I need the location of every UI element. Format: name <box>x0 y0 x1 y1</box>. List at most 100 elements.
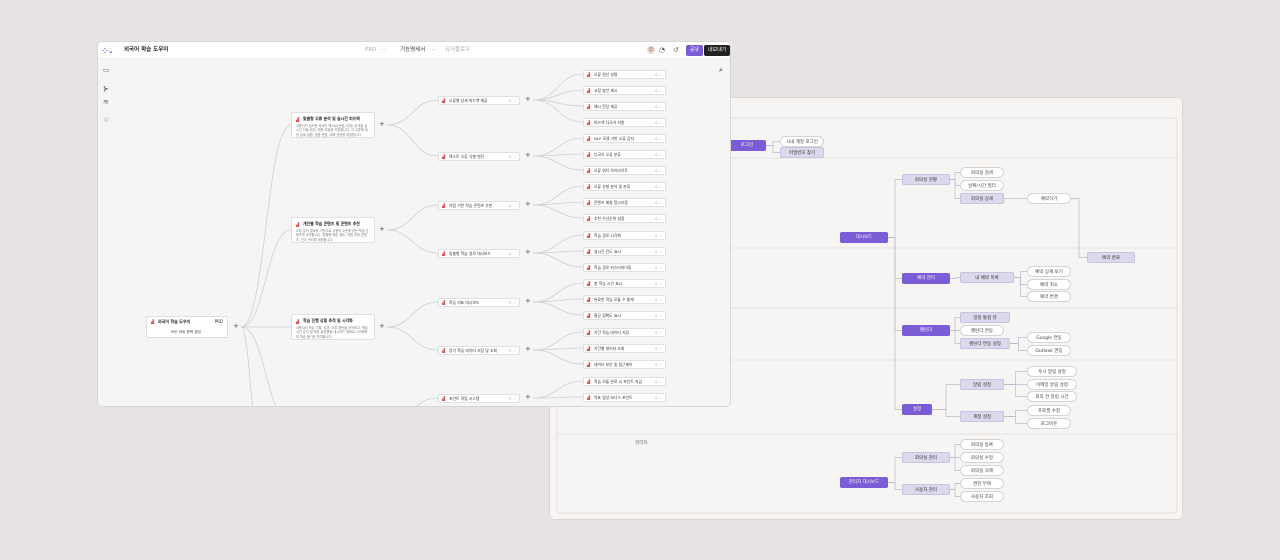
tab-prd[interactable]: PRD <box>365 47 377 53</box>
leaf-node[interactable]: ▟기간 학습 데이터 저장⚙ ☆ <box>583 328 666 337</box>
tab-spec[interactable]: 기능명세서 <box>400 47 426 53</box>
star-icon[interactable]: ☆ <box>103 116 110 124</box>
node-actions-icon[interactable]: ⚙ ☆ <box>654 73 662 77</box>
flow-node-profile[interactable]: 프로필 수정 <box>1027 405 1071 416</box>
leaf-node[interactable]: ▟오류 유형 분석 및 분류⚙ ☆ <box>583 182 666 191</box>
expand-plus-icon[interactable]: + <box>233 322 239 330</box>
flow-node-before[interactable]: 회의 전 알림 시간 <box>1027 391 1077 402</box>
expand-plus-icon[interactable]: + <box>379 225 385 233</box>
node-actions-icon[interactable]: ⚙ ☆ <box>654 347 662 351</box>
flow-node-resmgmt[interactable]: 예약 관리 <box>902 273 950 284</box>
node-actions-icon[interactable]: ⚙ ☆ <box>654 217 662 221</box>
flow-node-status[interactable]: 회의실 현황 <box>902 174 950 185</box>
mindmap-view-icon[interactable]: ⊱ <box>103 85 109 93</box>
flow-node-sync[interactable]: 캘린더 연동 <box>960 325 1004 336</box>
share-button[interactable]: 공유 <box>686 45 704 56</box>
leaf-node[interactable]: ▟예시 문장 제공⚙ ☆ <box>583 102 666 111</box>
node-actions-icon[interactable]: ⚙ ☆ <box>654 266 662 270</box>
flow-node-settings[interactable]: 설정 <box>902 404 932 415</box>
node-actions-icon[interactable]: ⚙ ☆ <box>654 314 662 318</box>
node-actions-icon[interactable]: ⚙ ☆ <box>654 153 662 157</box>
node-actions-icon[interactable]: ⚙ ☆ <box>654 169 662 173</box>
leaf-node[interactable]: ▟추천 우선순위 설정⚙ ☆ <box>583 214 666 223</box>
flow-node-usermgmt[interactable]: 사용자 관리 <box>902 484 950 495</box>
prd-badge[interactable]: PRD <box>214 319 223 324</box>
leaf-node[interactable]: ▟목표 달성 보너스 포인트⚙ ☆ <box>583 393 666 402</box>
flow-node-integrated[interactable]: 일정 통합 뷰 <box>960 312 1010 323</box>
root-node[interactable]: ▟ 외국어 학습 도우미 PRD 모든 하위 항목 생성 <box>146 316 228 338</box>
expand-plus-icon[interactable]: + <box>525 345 531 353</box>
layers-icon[interactable]: ≋ <box>103 98 109 106</box>
flow-node-reserve[interactable]: 예약하기 <box>1027 193 1071 204</box>
expand-plus-icon[interactable]: + <box>379 120 385 128</box>
feature-group-node[interactable]: ▟텍스트 오류 식별 엔진⚙ ☆ <box>438 152 520 161</box>
expand-plus-icon[interactable]: + <box>379 322 385 330</box>
feature-group-node[interactable]: ▟오류별 상세 피드백 제공⚙ ☆ <box>438 96 520 105</box>
flow-node-notify[interactable]: 알림 설정 <box>960 379 1004 390</box>
node-actions-icon[interactable]: ⚙ ☆ <box>654 234 662 238</box>
leaf-node[interactable]: ▟학습 경로 커스터마이징⚙ ☆ <box>583 263 666 272</box>
flow-node-perm[interactable]: 권한 부여 <box>960 478 1004 489</box>
flow-node-outlook[interactable]: Outlook 연동 <box>1027 345 1071 356</box>
flow-node-mylist[interactable]: 내 예약 목록 <box>960 272 1014 283</box>
leaf-node[interactable]: ▟학습 경로 시각화⚙ ☆ <box>583 231 666 240</box>
flow-node-resdetail[interactable]: 예약 상세 보기 <box>1027 266 1071 277</box>
leaf-node[interactable]: ▟완료한 학습 모듈 수 통계⚙ ☆ <box>583 295 666 304</box>
feature-group-node[interactable]: ▟학습 지표 대시보드⚙ ☆ <box>438 298 520 307</box>
expand-plus-icon[interactable]: + <box>525 200 531 208</box>
flow-node-userlist[interactable]: 사용자 조회 <box>960 491 1004 502</box>
flow-node-done[interactable]: 예약 완료 <box>1087 252 1135 263</box>
node-actions-icon[interactable]: ⚙ ☆ <box>654 137 662 141</box>
flow-node-roomdel[interactable]: 회의실 삭제 <box>960 465 1004 476</box>
node-actions-icon[interactable]: ⚙ ☆ <box>654 185 662 189</box>
node-actions-icon[interactable]: ⚙ ☆ <box>654 121 662 125</box>
feature-group-node[interactable]: ▟장기 학습 데이터 저장 및 조회⚙ ☆ <box>438 346 520 355</box>
leaf-node[interactable]: ▟NLP 모델 기반 오류 감지⚙ ☆ <box>583 134 666 143</box>
node-actions-icon[interactable]: ⚙ ☆ <box>508 397 516 401</box>
tab-userflow[interactable]: 유저플로우 <box>445 47 471 53</box>
leaf-node[interactable]: ▟오류 원인 설명⚙ ☆ <box>583 70 666 79</box>
node-actions-icon[interactable]: ⚙ ☆ <box>508 301 516 305</box>
leaf-node[interactable]: ▟다국어 오류 분류⚙ ☆ <box>583 150 666 159</box>
node-actions-icon[interactable]: ⚙ ☆ <box>508 155 516 159</box>
node-actions-icon[interactable]: ⚙ ☆ <box>654 380 662 384</box>
node-actions-icon[interactable]: ⚙ ☆ <box>654 282 662 286</box>
flow-node-social[interactable]: 시내 계정 로그인 <box>780 136 824 147</box>
node-actions-icon[interactable]: ⚙ ☆ <box>654 201 662 205</box>
node-actions-icon[interactable]: ⚙ ☆ <box>508 349 516 353</box>
leaf-node[interactable]: ▟피드백 다국어 지원⚙ ☆ <box>583 118 666 127</box>
flow-node-search[interactable]: 회의실 검색 <box>960 167 1004 178</box>
node-actions-icon[interactable]: ⚙ ☆ <box>654 250 662 254</box>
expand-plus-icon[interactable]: + <box>525 297 531 305</box>
leaf-node[interactable]: ▟데이터 보안 및 접근제어⚙ ☆ <box>583 360 666 369</box>
flow-node-email[interactable]: 이메일 알림 설정 <box>1027 379 1077 390</box>
flow-node-account[interactable]: 계정 설정 <box>960 411 1004 422</box>
flow-node-login[interactable]: 로그인 <box>728 140 766 151</box>
flow-node-detail[interactable]: 회의실 상세 <box>960 193 1004 204</box>
flow-node-google[interactable]: Google 연동 <box>1027 332 1071 343</box>
flow-node-push[interactable]: 푸시 알림 설정 <box>1027 366 1077 377</box>
flow-node-cancel[interactable]: 예약 취소 <box>1027 279 1071 290</box>
leaf-node[interactable]: ▟총 학습 시간 표시⚙ ☆ <box>583 279 666 288</box>
feature-group-node[interactable]: ▟약점 기반 학습 콘텐츠 추천⚙ ☆ <box>438 201 520 210</box>
leaf-node[interactable]: ▟학습 모듈 완료 시 포인트 지급⚙ ☆ <box>583 377 666 386</box>
search-icon[interactable]: ⌕ <box>719 66 723 74</box>
leaf-node[interactable]: ▟기간별 데이터 조회⚙ ☆ <box>583 344 666 353</box>
leaf-node[interactable]: ▟평균 정확도 표시⚙ ☆ <box>583 311 666 320</box>
restore-icon[interactable]: ↺ <box>673 46 679 54</box>
flow-node-change[interactable]: 예약 변경 <box>1027 291 1071 302</box>
expand-plus-icon[interactable]: + <box>525 151 531 159</box>
flow-node-dashboard[interactable]: 대시보드 <box>840 232 888 243</box>
leaf-node[interactable]: ▟오류 위치 하이라이트⚙ ☆ <box>583 166 666 175</box>
flow-node-datefilter[interactable]: 날짜/시간 필터 <box>960 180 1004 191</box>
expand-plus-icon[interactable]: + <box>525 248 531 256</box>
export-button[interactable]: 내보내기 <box>704 45 730 56</box>
avatar[interactable]: ☺ <box>647 46 655 54</box>
flow-node-logout[interactable]: 로그아웃 <box>1027 418 1071 429</box>
flow-node-admin[interactable]: 관리자 대시보드 <box>840 477 888 488</box>
flow-node-roomreg[interactable]: 회의실 등록 <box>960 439 1004 450</box>
flow-node-calendar[interactable]: 캘린더 <box>902 325 950 336</box>
